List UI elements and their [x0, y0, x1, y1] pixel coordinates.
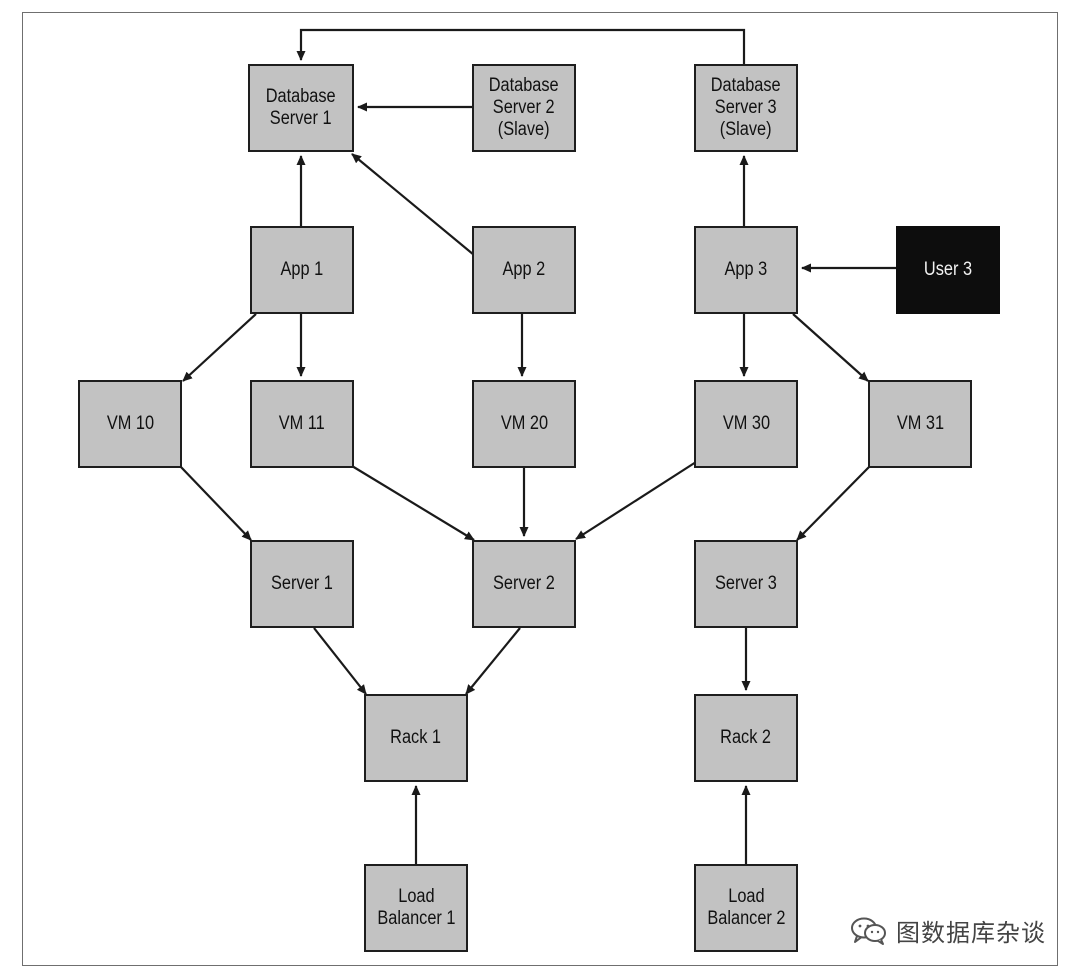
wechat-icon: [851, 917, 886, 945]
node-label-rack2: Rack 2: [720, 727, 772, 748]
diagram-frame: [22, 12, 1058, 966]
node-server1: Server 1: [250, 540, 354, 628]
edge-app2-to-db1: [351, 153, 475, 256]
edge-db3-to-db1: [296, 28, 746, 64]
node-label-rack1: Rack 1: [390, 727, 442, 748]
edge-vm31-to-server3: [796, 465, 871, 541]
node-app2: App 2: [472, 226, 576, 314]
node-label-app1: App 1: [280, 259, 324, 280]
edge-vm11-to-server2: [351, 465, 475, 541]
node-app1: App 1: [250, 226, 354, 314]
node-label-user3: User 3: [923, 259, 973, 280]
node-label-server3: Server 3: [715, 573, 777, 594]
node-label-vm31: VM 31: [896, 413, 944, 434]
node-label-vm20: VM 20: [500, 413, 548, 434]
node-label-server1: Server 1: [271, 573, 333, 594]
edge-app3-to-vm31: [792, 313, 869, 382]
edge-server2-to-rack1: [465, 627, 521, 695]
node-label-app3: App 3: [724, 259, 768, 280]
watermark: 图数据库杂谈: [850, 913, 1046, 948]
node-vm30: VM 30: [694, 380, 798, 468]
edge-vm10-to-server1: [179, 465, 252, 541]
edge-server1-to-rack1: [313, 627, 367, 695]
node-vm20: VM 20: [472, 380, 576, 468]
edge-vm30-to-server2: [575, 461, 697, 540]
node-rack2: Rack 2: [694, 694, 798, 782]
node-server2: Server 2: [472, 540, 576, 628]
node-label-vm10: VM 10: [106, 413, 154, 434]
node-vm31: VM 31: [868, 380, 972, 468]
node-server3: Server 3: [694, 540, 798, 628]
node-label-vm30: VM 30: [722, 413, 770, 434]
node-vm11: VM 11: [250, 380, 354, 468]
node-vm10: VM 10: [78, 380, 182, 468]
node-label-app2: App 2: [502, 259, 546, 280]
edge-app1-to-vm10: [182, 313, 257, 382]
node-app3: App 3: [694, 226, 798, 314]
node-label-vm11: VM 11: [278, 413, 326, 434]
watermark-text: 图数据库杂谈: [896, 919, 1046, 947]
node-user3: User 3: [896, 226, 1000, 314]
node-label-server2: Server 2: [493, 573, 555, 594]
node-rack1: Rack 1: [364, 694, 468, 782]
